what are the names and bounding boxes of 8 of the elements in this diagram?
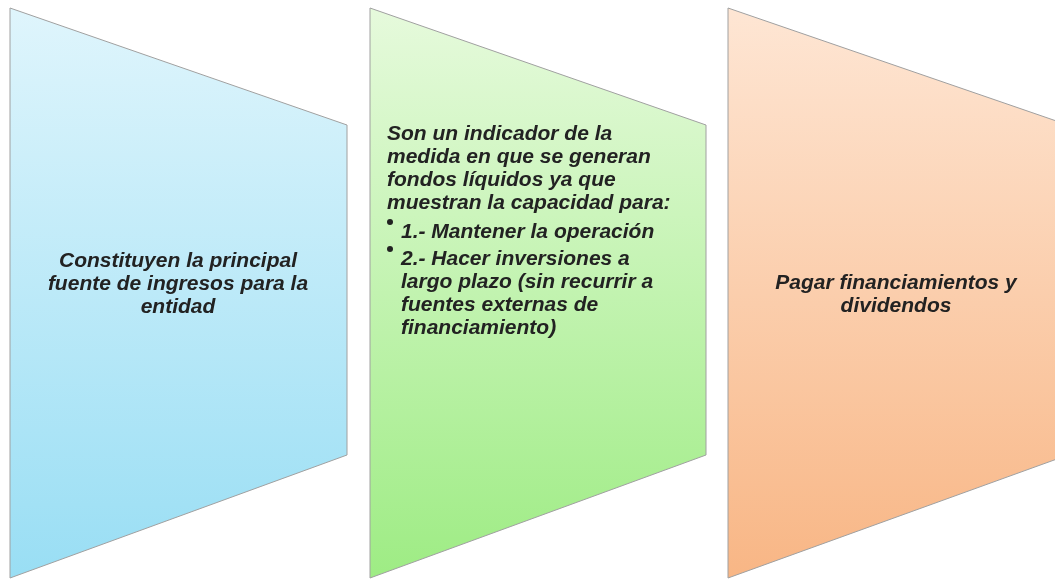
- description-text: Constituyen la principal fuente de ingresos para la entidad: [46, 248, 310, 317]
- chevron-shape: [370, 8, 706, 578]
- chevron-shape: [728, 8, 1055, 578]
- bullet-item: 1.- Mantener la operación: [401, 219, 655, 242]
- description-text: Son un indicador de la medida en que se generan fondos líquidos ya que muestran la capacidad para:: [387, 121, 672, 213]
- bullet-item: 2.- Hacer inversiones a largo plazo (sin recurrir a fuentes externas de financiamiento): [401, 246, 654, 338]
- chevron-shape: [10, 8, 347, 578]
- description-text: Pagar financiamientos y dividendos: [774, 270, 1019, 316]
